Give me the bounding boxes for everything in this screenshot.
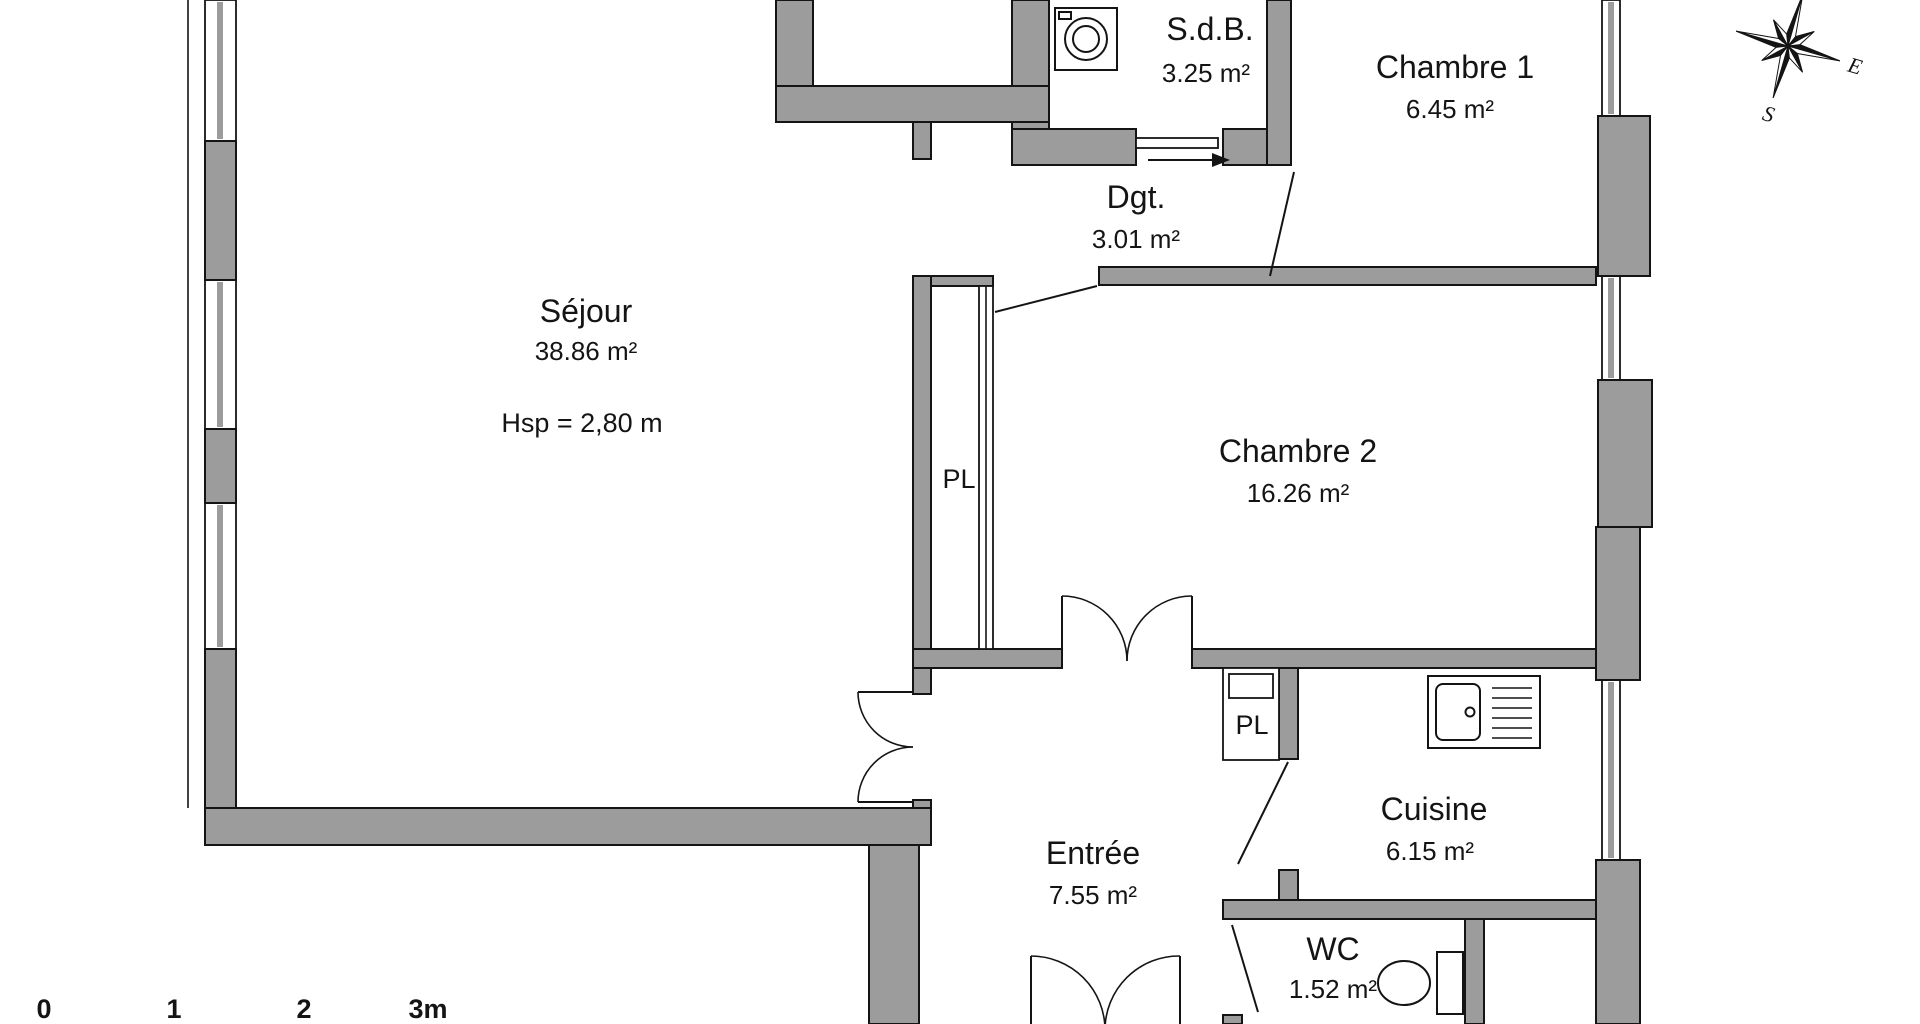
dgt-label: Dgt. bbox=[1107, 179, 1166, 215]
scale-tick-3: 3m bbox=[408, 994, 447, 1024]
toilet-tank bbox=[1436, 951, 1464, 1015]
scale-tick-2: 2 bbox=[296, 994, 311, 1024]
toilet-icon bbox=[1377, 960, 1431, 1006]
fixtures bbox=[1054, 7, 1541, 1015]
washing-machine-door-inner bbox=[1072, 25, 1100, 53]
scale-bar: 0 1 2 3m bbox=[36, 994, 447, 1024]
door-chambre2-dgt-leaf bbox=[994, 285, 1098, 313]
wall-sejour-east bbox=[912, 275, 932, 650]
entree-label: Entrée bbox=[1046, 835, 1140, 871]
compass-rose: E S bbox=[1735, 0, 1866, 127]
wall-placard1-top bbox=[930, 275, 994, 287]
door-chambre2-double-arc-right bbox=[1126, 595, 1193, 662]
wall-right-c bbox=[1595, 526, 1641, 681]
wall-wc-east bbox=[1464, 918, 1485, 1024]
wall-sdb-south-a bbox=[1011, 128, 1137, 166]
compass-dark-points bbox=[1735, 0, 1841, 99]
compass-light-points bbox=[1735, 0, 1841, 99]
wall-right-a bbox=[1597, 115, 1651, 277]
door-sejour-double-arc-top bbox=[857, 691, 914, 748]
scale-tick-0: 0 bbox=[36, 994, 51, 1024]
placard2-label: PL bbox=[1235, 710, 1268, 740]
wall-cuisine-west-b bbox=[1278, 869, 1299, 901]
closets bbox=[978, 285, 1280, 761]
chambre2-label: Chambre 2 bbox=[1219, 433, 1377, 469]
wc-area: 1.52 m² bbox=[1289, 974, 1377, 1004]
wall-shaft-south bbox=[775, 85, 1050, 123]
door-chambre2-double-arc-left bbox=[1061, 595, 1128, 662]
wall-entree-northwest-stub bbox=[912, 667, 932, 695]
door-cuisine-leaf bbox=[1237, 761, 1289, 865]
cuisine-area: 6.15 m² bbox=[1386, 836, 1474, 866]
compass-east-label: E bbox=[1844, 52, 1865, 80]
windows bbox=[187, 0, 1621, 861]
wall-chambre2-south-b bbox=[1191, 648, 1597, 669]
cuisine-label: Cuisine bbox=[1381, 791, 1488, 827]
door-sdb-sliding-panel bbox=[1135, 137, 1219, 149]
wall-cuisine-west-a bbox=[1278, 667, 1299, 760]
wall-right-d bbox=[1595, 859, 1641, 1024]
door-sejour-double-arc-bottom bbox=[857, 746, 914, 803]
doors bbox=[857, 137, 1295, 1024]
wall-sejour-south bbox=[204, 807, 932, 846]
wall-left-c bbox=[204, 648, 237, 809]
wall-left-a bbox=[204, 140, 237, 281]
wall-left-b bbox=[204, 428, 237, 504]
sink-bowl bbox=[1435, 683, 1481, 741]
entree-area: 7.55 m² bbox=[1049, 880, 1137, 910]
sejour-label: Séjour bbox=[540, 293, 633, 329]
washing-machine-drawer bbox=[1058, 11, 1072, 20]
labels: Séjour 38.86 m² Hsp = 2,80 m S.d.B. 3.25… bbox=[501, 11, 1534, 1004]
wall-chambre2-south-a bbox=[912, 648, 1063, 669]
sejour-ceiling-height: Hsp = 2,80 m bbox=[501, 408, 662, 438]
wall-sejour-east-stub bbox=[912, 121, 932, 160]
door-entrance-arc-left bbox=[1030, 955, 1106, 1024]
door-sdb-arrow-head bbox=[1212, 153, 1230, 167]
wall-wc-north bbox=[1222, 899, 1597, 920]
chambre2-area: 16.26 m² bbox=[1247, 478, 1350, 508]
compass-south-label: S bbox=[1760, 100, 1777, 127]
wall-entree-west bbox=[868, 844, 920, 1024]
wc-label: WC bbox=[1306, 931, 1359, 967]
chambre1-label: Chambre 1 bbox=[1376, 49, 1534, 85]
scale-tick-1: 1 bbox=[166, 994, 181, 1024]
sink-drainer-lines bbox=[1492, 687, 1532, 739]
dgt-area: 3.01 m² bbox=[1092, 224, 1180, 254]
placard1-label: PL bbox=[942, 464, 975, 494]
door-entrance-arc-right bbox=[1104, 955, 1181, 1024]
wall-chambre2-north bbox=[1098, 266, 1597, 286]
closet-placard2-duct bbox=[1228, 673, 1274, 699]
door-wc-leaf bbox=[1231, 924, 1259, 1013]
door-chambre1-leaf bbox=[1269, 171, 1295, 277]
sdb-label: S.d.B. bbox=[1166, 11, 1253, 47]
wall-sdb-east bbox=[1266, 0, 1292, 166]
chambre1-area: 6.45 m² bbox=[1406, 94, 1494, 124]
sejour-area: 38.86 m² bbox=[535, 336, 638, 366]
sink-drain bbox=[1464, 706, 1476, 718]
wall-wc-west-stub bbox=[1222, 1014, 1243, 1024]
sdb-area: 3.25 m² bbox=[1162, 58, 1250, 88]
wall-right-b bbox=[1597, 379, 1653, 528]
wall-entree-southwest-stub bbox=[912, 799, 932, 809]
walls bbox=[204, 0, 1653, 1024]
